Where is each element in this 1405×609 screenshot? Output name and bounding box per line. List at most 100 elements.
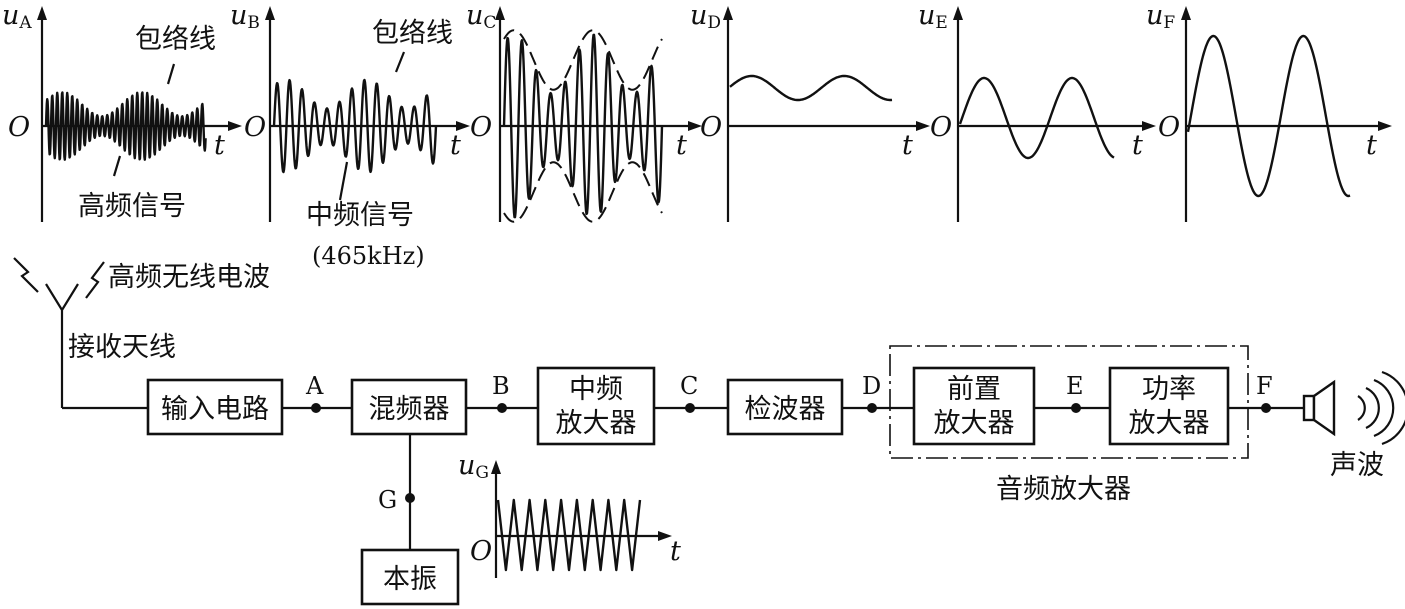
audio-amplifier-label: 音频放大器 [996,474,1131,505]
radio-wave-label: 高频无线电波 [108,262,270,293]
axis-label-ud: uD [690,0,721,33]
svg-text:E: E [1066,372,1084,400]
svg-text:输入电路: 输入电路 [161,394,269,425]
preamplified-audio-waveform [958,76,1115,160]
time-label: t [902,130,913,161]
axis-label-ua: uA [2,0,32,33]
svg-text:G: G [378,486,397,514]
origin-label: O [470,112,492,143]
high-frequency-signal-label: 高频信号 [78,191,186,222]
audio-amplifier-group [889,345,1249,459]
input-circuit-block: 输入电路 [146,378,284,436]
mixer-block: 混频器 [350,378,468,436]
x-axis-arrow-icon [658,531,672,541]
svg-text:前置: 前置 [947,374,1001,405]
y-axis-arrow-icon [37,6,47,20]
node-b: B [492,372,510,413]
svg-text:C: C [680,372,698,400]
svg-text:A: A [305,372,324,400]
power-amplified-audio-waveform [1186,34,1351,198]
antenna-label: 接收天线 [68,332,176,363]
node-g: G [378,486,415,514]
node-d: D [862,372,881,413]
node-f: F [1256,372,1273,413]
y-axis-arrow-icon [265,6,275,20]
detected-audio-waveform [729,74,893,102]
sound-wave-icon [1357,370,1405,446]
if-frequency-label: (465kHz) [312,242,425,270]
time-label: t [1366,130,1377,161]
envelope-pointer [166,63,176,85]
signal-pointer [112,155,122,177]
svg-text:放大器: 放大器 [934,408,1015,439]
waveform-panel-f: uF O t [1146,0,1392,222]
y-axis-arrow-icon [495,6,505,20]
radio-wave-left-icon [13,257,39,293]
waveform-panel-c: uC O t [466,0,702,223]
x-axis-arrow-icon [456,121,470,131]
origin-label: O [700,112,722,143]
svg-text:检波器: 检波器 [745,394,826,425]
local-oscillator-waveform [496,498,642,572]
receiving-antenna: 高频无线电波 接收天线 [13,257,270,408]
origin-label: O [244,112,266,143]
node-c: C [680,372,698,413]
axis-label-uc: uC [466,0,496,33]
x-axis-arrow-icon [228,121,242,131]
preamplifier-block: 前置 放大器 [912,366,1036,446]
envelope-label: 包络线 [135,24,216,55]
svg-text:混频器: 混频器 [369,394,450,425]
origin-label: O [8,112,30,143]
x-axis-arrow-icon [916,121,930,131]
axis-label-ug: uG [458,450,489,483]
envelope-upper-dashed [503,29,663,91]
y-axis-arrow-icon [1181,6,1191,20]
node-a: A [305,372,324,413]
radio-wave-right-icon [85,261,105,299]
local-oscillator-block: 本振 [360,548,460,606]
detector-block: 检波器 [726,378,844,436]
y-axis-arrow-icon [491,460,501,474]
envelope-lower-dashed [503,161,663,223]
amplified-if-waveform [502,33,664,219]
svg-text:B: B [492,372,510,400]
waveform-panel-d: uD O t [690,0,930,222]
svg-text:中频: 中频 [569,374,623,405]
y-axis-arrow-icon [723,6,733,20]
x-axis-arrow-icon [688,121,702,131]
waveform-panel-e: uE O t [918,0,1156,222]
svg-text:D: D [862,372,881,400]
axis-label-ue: uE [918,0,948,33]
time-label: t [214,130,225,161]
svg-text:本振: 本振 [383,564,437,595]
waveform-panel-a: uA O t 包络线 高频信号 [2,0,242,222]
origin-label: O [470,536,492,567]
origin-label: O [930,112,952,143]
x-axis-arrow-icon [1378,121,1392,131]
signal-chain: 音频放大器 输入电路 混频器 中频 放大器 检波器 前置 放大器 功率 放大器 [62,345,1405,606]
svg-text:功率: 功率 [1142,374,1196,405]
speaker-icon [1302,379,1336,437]
axis-label-ub: uB [230,0,260,33]
node-e: E [1066,372,1084,413]
high-frequency-am-waveform [44,91,207,161]
antenna-icon [45,283,79,408]
time-label: t [670,536,681,567]
x-axis-arrow-icon [1142,121,1156,131]
intermediate-frequency-waveform [272,78,438,174]
if-amplifier-block: 中频 放大器 [536,366,656,446]
time-label: t [676,130,687,161]
envelope-pointer [394,51,406,73]
svg-text:放大器: 放大器 [1129,408,1210,439]
envelope-label: 包络线 [372,18,453,49]
svg-text:放大器: 放大器 [556,408,637,439]
origin-label: O [1158,112,1180,143]
waveform-panel-g: uG O t [458,450,681,578]
time-label: t [1132,130,1143,161]
sound-wave-label: 声波 [1330,450,1384,481]
waveform-panel-b: uB O t 包络线 中频信号 (465kHz) [230,0,470,270]
axis-label-uf: uF [1146,0,1175,33]
time-label: t [450,130,461,161]
signal-pointer [338,161,349,201]
